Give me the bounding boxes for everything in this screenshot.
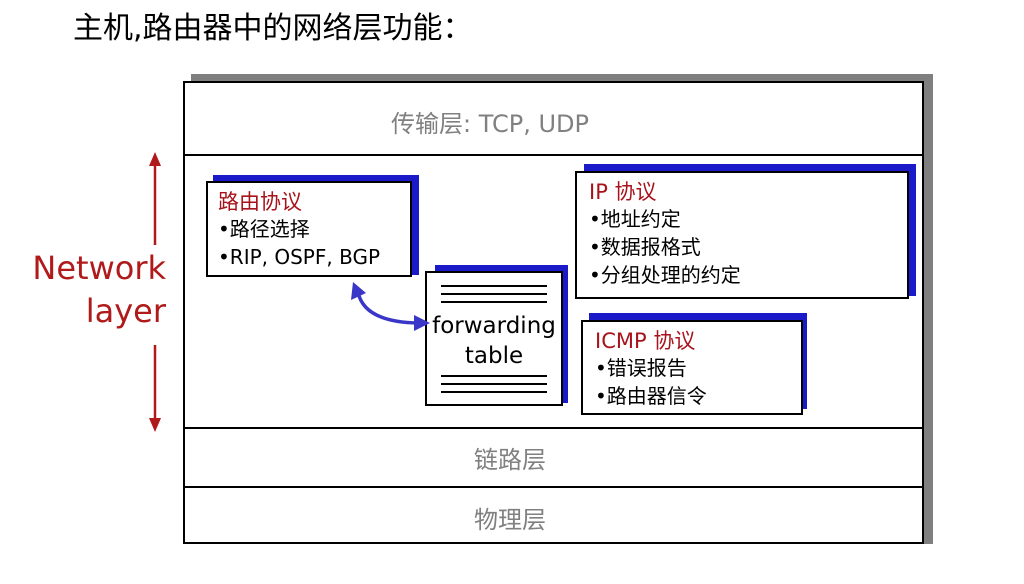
forwarding-label-line1: forwarding	[432, 313, 556, 339]
icmp-box-title: ICMP 协议	[595, 329, 696, 353]
table-line	[441, 293, 547, 295]
physical-layer-label: 物理层	[474, 506, 546, 534]
table-line	[441, 301, 547, 303]
icmp-item-router-signaling: •路由器信令	[595, 384, 707, 408]
ip-box-title: IP 协议	[589, 180, 657, 204]
side-label-line1: Network	[32, 249, 166, 287]
ip-item-datagram-format: •数据报格式	[589, 235, 701, 259]
routing-item-path: •路径选择	[218, 217, 310, 241]
table-line	[441, 285, 547, 287]
link-layer-label: 链路层	[474, 446, 546, 474]
network-layer-arrow	[149, 152, 161, 432]
forwarding-table-box: forwarding table	[425, 271, 563, 406]
icmp-item-error-reporting: •错误报告	[595, 356, 687, 380]
network-layer-label: Network layer	[20, 247, 166, 333]
divider-link	[185, 486, 922, 488]
forwarding-label-line2: table	[464, 343, 524, 369]
routing-item-protocols: •RIP, OSPF, BGP	[218, 245, 381, 269]
icmp-protocol-box: ICMP 协议 •错误报告 •路由器信令	[581, 320, 803, 415]
slide-title: 主机,路由器中的网络层功能：	[73, 11, 473, 46]
table-line	[441, 391, 547, 393]
table-line	[441, 383, 547, 385]
ip-protocol-box: IP 协议 •地址约定 •数据报格式 •分组处理的约定	[575, 171, 909, 299]
table-line	[441, 375, 547, 377]
side-label-line2: layer	[85, 292, 166, 330]
routing-box-title: 路由协议	[218, 190, 302, 214]
routing-to-table-arrow	[351, 282, 430, 331]
divider-network	[185, 427, 922, 429]
divider-transport	[185, 154, 922, 156]
transport-layer-label: 传输层: TCP, UDP	[391, 110, 589, 138]
ip-item-packet-handling: •分组处理的约定	[589, 263, 741, 287]
ip-item-addressing: •地址约定	[589, 207, 681, 231]
routing-protocol-box: 路由协议 •路径选择 •RIP, OSPF, BGP	[206, 181, 412, 277]
forwarding-table-label: forwarding table	[427, 311, 561, 371]
